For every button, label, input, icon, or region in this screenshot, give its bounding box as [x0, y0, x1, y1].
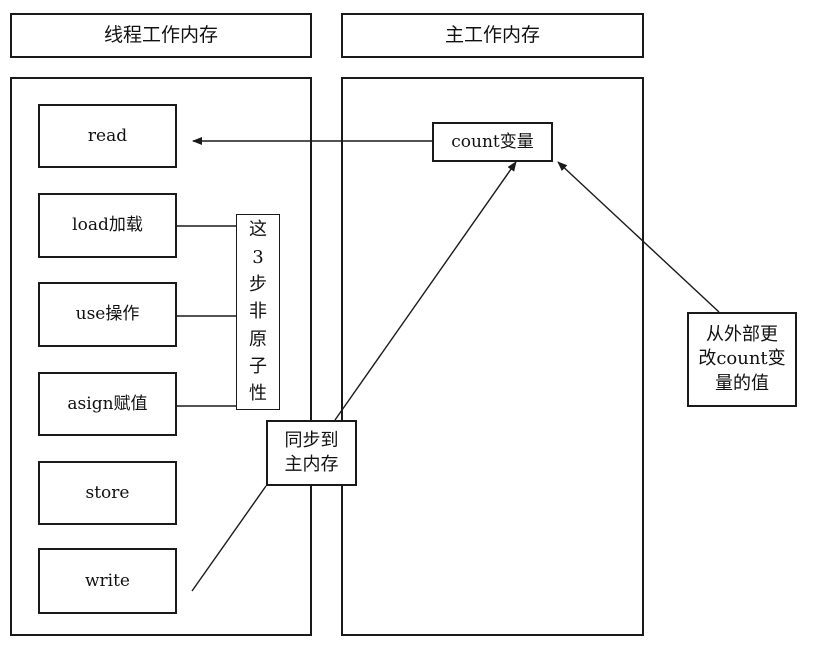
main-memory-header: 主工作内存 — [341, 13, 644, 58]
thread-memory-header: 线程工作内存 — [10, 13, 312, 58]
thread-memory-panel — [10, 77, 312, 636]
step-store-box: store — [38, 461, 177, 525]
count-variable-box: count变量 — [432, 122, 553, 162]
step-write-box: write — [38, 548, 177, 614]
external-change-note: 从外部更 改count变 量的值 — [687, 312, 797, 407]
sync-to-main-note: 同步到 主内存 — [266, 420, 357, 486]
step-load-box: load加载 — [38, 193, 177, 258]
step-read-box: read — [38, 104, 177, 168]
non-atomic-note: 这 3 步 非 原 子 性 — [236, 214, 280, 410]
step-asign-box: asign赋值 — [38, 372, 177, 436]
step-use-box: use操作 — [38, 282, 177, 347]
